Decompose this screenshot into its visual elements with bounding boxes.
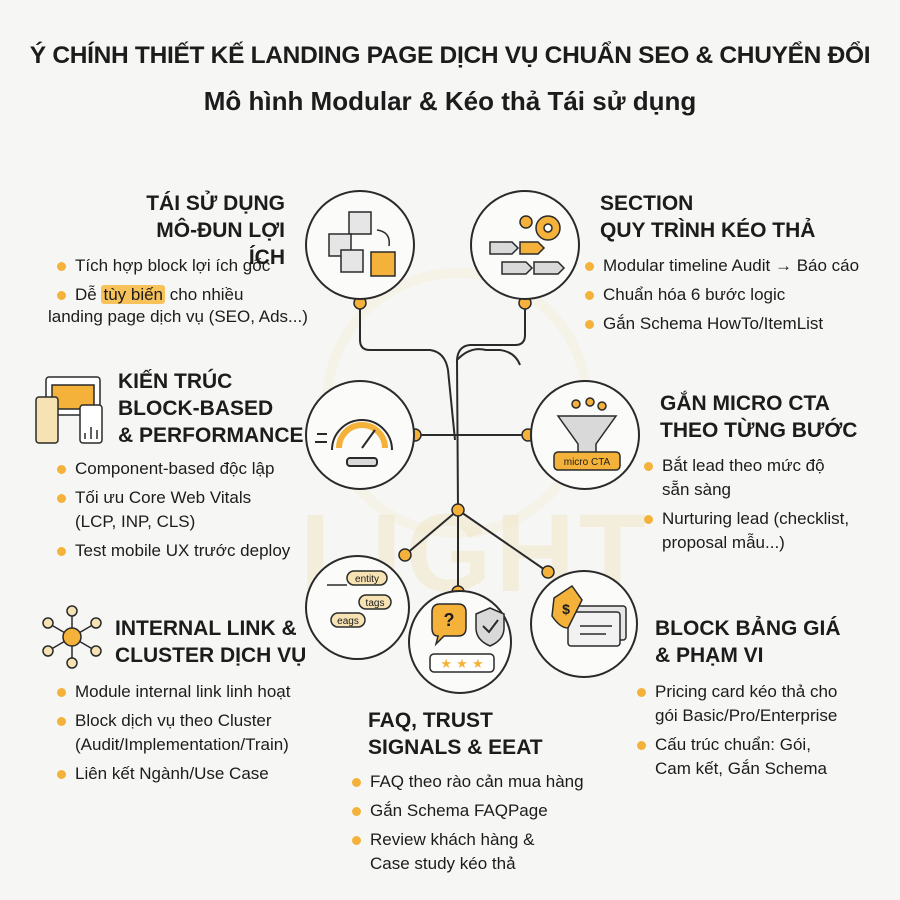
bullet-continuation: proposal mẫu...) [662,533,785,552]
bullet-item: Chuẩn hóa 6 bước logic [583,283,883,307]
bullets-faq: FAQ theo rào cản mua hàng Gắn Schema FAQ… [350,770,620,881]
bullets-process: Modular timeline Audit → Báo cáo Chuẩn h… [583,254,883,341]
bullet-continuation: Cam kết, Gắn Schema [655,759,827,778]
svg-text:★ ★ ★: ★ ★ ★ [440,657,483,672]
bullet-item: Review khách hàng & [350,828,620,852]
tags-icon: entity tags eags [327,570,392,628]
bullet-item: Pricing card kéo thả cho [635,680,895,704]
bullet-item: Cấu trúc chuẩn: Gói, [635,733,895,757]
heading-process: SECTION QUY TRÌNH KÉO THẢ [600,192,816,242]
heading-architecture: KIẾN TRÚC BLOCK-BASED & PERFORMANCE [118,370,304,447]
tag-tags: tags [366,598,385,609]
bullet-item: Test mobile UX trước deploy [55,539,325,563]
question-shield-icon: ? ★ ★ ★ [429,603,505,673]
bullet-item: Modular timeline Audit → Báo cáo [583,254,883,278]
bullet-continuation: Case study kéo thả [370,854,516,873]
heading-pricing: BLOCK BẢNG GIÁ & PHẠM VI [655,617,841,667]
tag-entity: entity [355,574,379,585]
speedometer-icon [315,419,393,467]
page-subtitle: Mô hình Modular & Kéo thả Tái sử dụng [203,86,697,116]
bullet-item: Gắn Schema HowTo/ItemList [583,312,883,336]
cubes-icon [328,211,396,277]
devices-icon [35,376,103,444]
bullet-item: Tối ưu Core Web Vitals [55,486,325,510]
bullet-item: FAQ theo rào cản mua hàng [350,770,620,794]
bullet-item: Bắt lead theo mức độ [642,454,892,478]
bullet-item: Component-based độc lập [55,457,325,481]
node-performance [305,380,415,490]
heading-internal-link: INTERNAL LINK & CLUSTER DỊCH VỤ [115,617,307,667]
node-faq-trust: ? ★ ★ ★ [408,590,512,694]
node-process-flow [470,190,580,300]
bullet-item: Dễ tùy biến cho nhiều [55,283,335,307]
svg-text:$: $ [562,601,570,617]
bullet-item: Tích hợp block lợi ích gốc [55,254,335,278]
gear-workflow-icon [489,215,566,275]
tag-eags: eags [337,616,359,627]
page-title: Ý CHÍNH THIẾT KẾ LANDING PAGE DỊCH VỤ CH… [29,42,871,69]
bullets-micro-cta: Bắt lead theo mức độ sẵn sàng Nurturing … [642,454,892,560]
svg-text:?: ? [444,610,455,630]
node-micro-cta: micro CTA [530,380,640,490]
funnel-icon: micro CTA [553,397,621,471]
pricing-tag-icon: $ [551,584,627,647]
bullet-continuation: gói Basic/Pro/Enterprise [655,706,838,725]
bullets-architecture: Component-based độc lập Tối ưu Core Web … [55,457,325,568]
bullet-continuation: (LCP, INP, CLS) [75,512,196,531]
heading-micro-cta: GẮN MICRO CTA THEO TỪNG BƯỚC [660,392,858,442]
heading-reuse: TÁI SỬ DỤNG MÔ-ĐUN LỢI ÍCH [146,192,285,269]
bullet-continuation: sẵn sàng [662,480,731,499]
bullet-continuation: (Audit/Implementation/Train) [75,735,289,754]
bullet-item: Block dịch vụ theo Cluster [55,709,345,733]
node-reuse-modules [305,190,415,300]
highlight-tuy-bien: tùy biến [101,285,166,304]
node-tags: entity tags eags [305,555,410,660]
bullets-reuse: Tích hợp block lợi ích gốc Dễ tùy biến c… [55,254,335,312]
node-pricing: $ [530,570,638,678]
bullet-item: Gắn Schema FAQPage [350,799,620,823]
bullets-pricing: Pricing card kéo thả cho gói Basic/Pro/E… [635,680,895,786]
heading-faq: FAQ, TRUST SIGNALS & EEAT [368,709,543,759]
network-icon [42,605,102,669]
bullet-continuation: landing page dịch vụ (SEO, Ads...) [48,307,308,326]
micro-cta-label: micro CTA [564,457,611,468]
bullet-item: Module internal link linh hoạt [55,680,345,704]
bullet-item: Liên kết Ngành/Use Case [55,762,345,786]
bullet-item: Nurturing lead (checklist, [642,507,892,531]
bullets-internal-link: Module internal link linh hoạt Block dịc… [55,680,345,791]
